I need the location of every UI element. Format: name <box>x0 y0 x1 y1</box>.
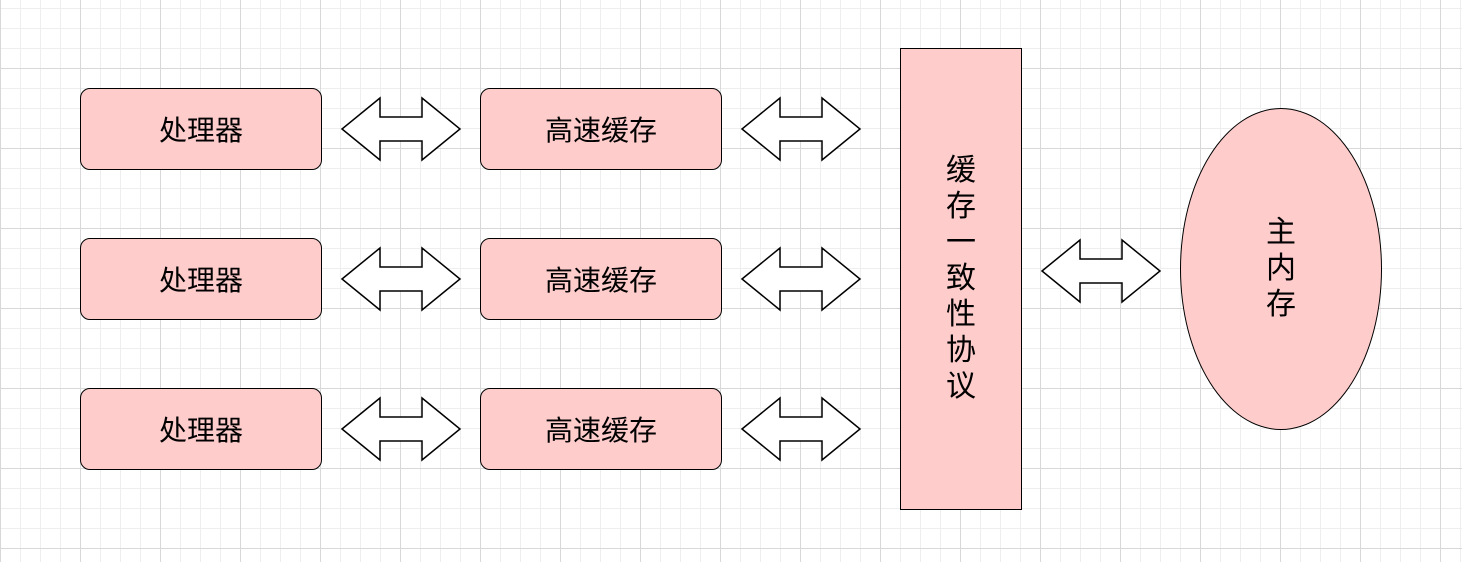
bidirectional-arrow-processor-cache-3 <box>340 396 462 462</box>
bidirectional-arrow-cache-protocol-3 <box>740 396 862 462</box>
memory-char: 内 <box>1266 251 1296 286</box>
cache-label-3: 高速缓存 <box>544 414 657 447</box>
bidirectional-arrow-protocol-memory <box>1040 238 1162 304</box>
memory-char: 存 <box>1266 287 1296 322</box>
cache-label-2: 高速缓存 <box>544 264 657 297</box>
processor-node-2[interactable]: 处理器 <box>80 238 322 320</box>
protocol-char: 性 <box>946 297 976 332</box>
memory-label: 主 内 存 <box>1266 215 1296 323</box>
processor-node-1[interactable]: 处理器 <box>80 88 322 170</box>
processor-node-3[interactable]: 处理器 <box>80 388 322 470</box>
cache-node-2[interactable]: 高速缓存 <box>480 238 722 320</box>
cache-node-1[interactable]: 高速缓存 <box>480 88 722 170</box>
bidirectional-arrow-cache-protocol-2 <box>740 246 862 312</box>
protocol-char: 议 <box>946 369 976 404</box>
protocol-char: 缓 <box>946 153 976 188</box>
memory-char: 主 <box>1266 215 1296 250</box>
protocol-char: 协 <box>946 333 976 368</box>
bidirectional-arrow-cache-protocol-1 <box>740 96 862 162</box>
cache-coherence-protocol-node[interactable]: 缓 存 一 致 性 协 议 <box>900 48 1022 510</box>
protocol-char: 存 <box>946 189 976 224</box>
protocol-char: 致 <box>946 261 976 296</box>
protocol-label: 缓 存 一 致 性 协 议 <box>946 153 976 405</box>
processor-label-3: 处理器 <box>158 414 243 447</box>
bidirectional-arrow-processor-cache-2 <box>340 246 462 312</box>
main-memory-node[interactable]: 主 内 存 <box>1180 108 1382 430</box>
protocol-char: 一 <box>946 225 976 260</box>
processor-label-2: 处理器 <box>158 264 243 297</box>
cache-node-3[interactable]: 高速缓存 <box>480 388 722 470</box>
cache-label-1: 高速缓存 <box>544 114 657 147</box>
processor-label-1: 处理器 <box>158 114 243 147</box>
bidirectional-arrow-processor-cache-1 <box>340 96 462 162</box>
